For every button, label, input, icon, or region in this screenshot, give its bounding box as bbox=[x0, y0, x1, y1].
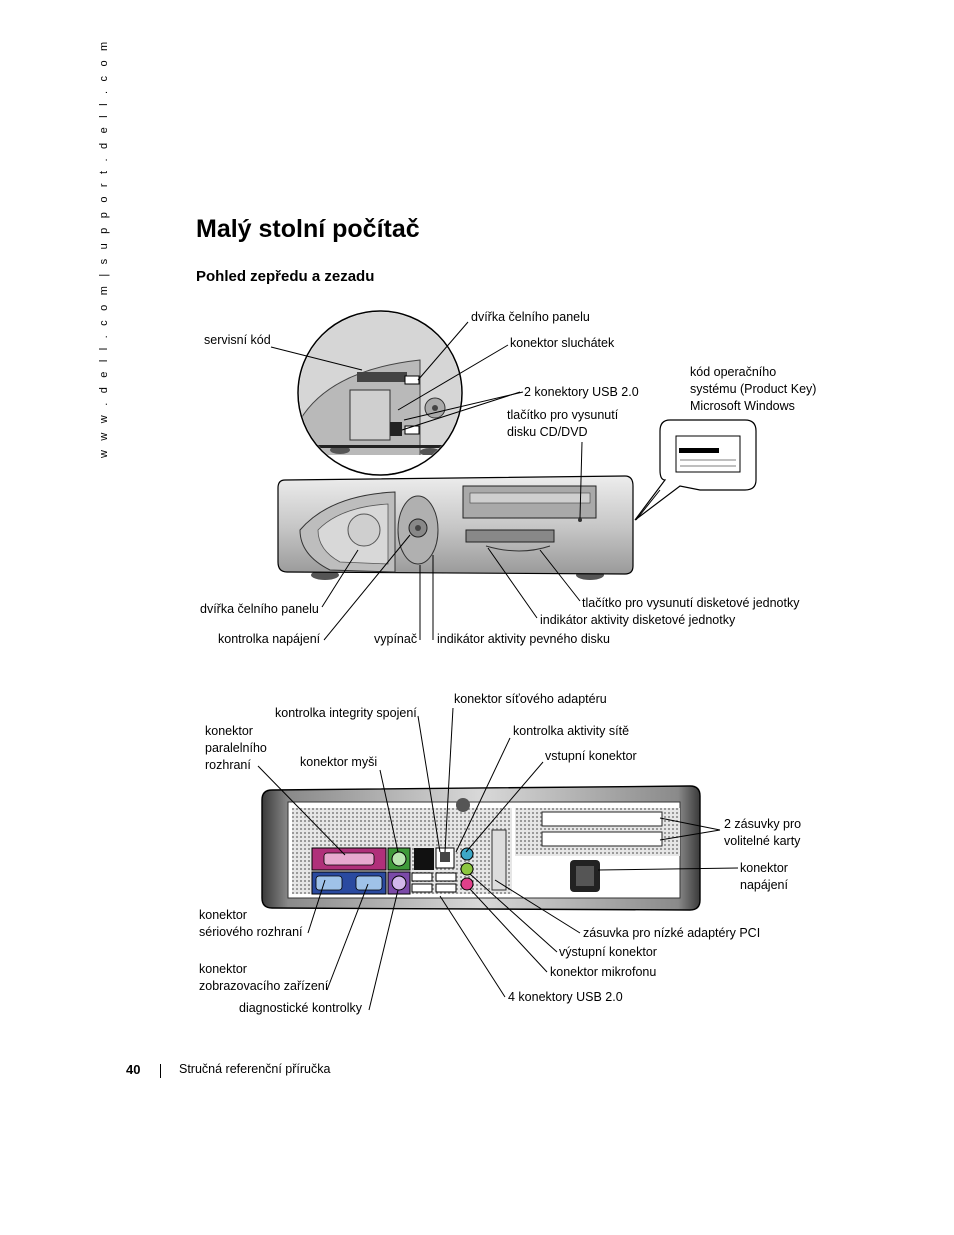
rear-view bbox=[261, 785, 701, 911]
label-sitovy-adapter: konektor síťového adaptéru bbox=[454, 692, 607, 706]
label-vystupni: výstupní konektor bbox=[559, 945, 657, 959]
label-tlacitko-disketa: tlačítko pro vysunutí disketové jednotky bbox=[582, 596, 800, 610]
label-konektor-sluchatek: konektor sluchátek bbox=[510, 336, 615, 350]
page-number: 40 bbox=[126, 1062, 141, 1077]
front-view bbox=[277, 310, 757, 580]
label-servisni-kod: servisní kód bbox=[204, 333, 271, 347]
label-aktivita-site: kontrolka aktivity sítě bbox=[513, 724, 630, 738]
front-leaders bbox=[270, 321, 661, 641]
label-kontrolka-napajeni: kontrolka napájení bbox=[218, 632, 321, 646]
label-dvirka-bottom: dvířka čelního panelu bbox=[200, 602, 319, 616]
label-diagnosticke: diagnostické kontrolky bbox=[239, 1001, 362, 1015]
rear-leaders bbox=[257, 707, 739, 1011]
label-indikator-disketa: indikátor aktivity disketové jednotky bbox=[540, 613, 736, 627]
label-usb4: 4 konektory USB 2.0 bbox=[508, 990, 623, 1004]
label-usb2: 2 konektory USB 2.0 bbox=[524, 385, 639, 399]
label-mys: konektor myši bbox=[300, 755, 378, 769]
label-integrita: kontrolka integrity spojení bbox=[275, 706, 417, 720]
label-indikator-hdd: indikátor aktivity pevného disku bbox=[437, 632, 611, 646]
page-title: Malý stolní počítač bbox=[196, 215, 420, 243]
footer-divider bbox=[160, 1064, 161, 1078]
label-vstupni: vstupní konektor bbox=[545, 749, 637, 763]
section-heading: Pohled zepředu a zezadu bbox=[196, 268, 375, 285]
label-vypinac: vypínač bbox=[374, 632, 418, 646]
label-mikrofon: konektor mikrofonu bbox=[550, 965, 657, 979]
label-dvirka-top: dvířka čelního panelu bbox=[471, 310, 590, 324]
footer-title: Stručná referenční příručka bbox=[179, 1062, 331, 1076]
label-pci: zásuvka pro nízké adaptéry PCI bbox=[583, 926, 761, 940]
